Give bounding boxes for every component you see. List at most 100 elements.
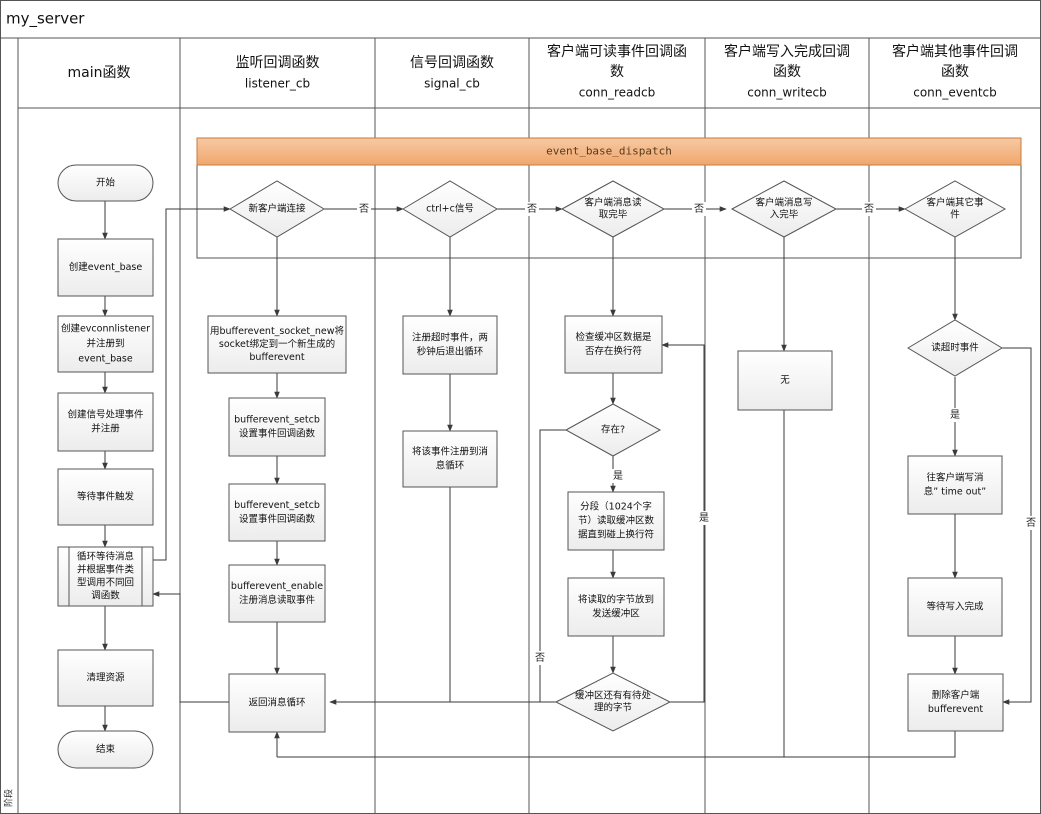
bind_socket-label: 用bufferevent_socket_new将 xyxy=(210,326,345,337)
cleanup-label: 清理资源 xyxy=(86,672,125,684)
edge-label-yes-1: 是 xyxy=(613,470,623,482)
loop-dispatch-box xyxy=(57,546,154,607)
create_base-box xyxy=(57,238,154,297)
edge-label-bg xyxy=(357,202,371,216)
lane-header-2: 监听回调函数 xyxy=(236,55,320,71)
check_buffer-box xyxy=(564,315,663,374)
reg_timeout-label: 注册超时事件，两 xyxy=(412,332,488,344)
none_box-label: 无 xyxy=(780,375,790,386)
loop_dispatch-label: 并根据事件类 xyxy=(77,564,135,576)
lane-header-6: conn_eventcb xyxy=(913,86,997,100)
reg_timeout-label: 秒钟后退出循环 xyxy=(417,346,484,358)
lane-header-5: conn_writecb xyxy=(747,86,827,100)
read_timeout-label: 读超时事件 xyxy=(931,342,979,354)
write_timeout-label: 往客户端写消 xyxy=(926,472,983,484)
create_listener-label: event_base xyxy=(78,354,133,365)
ctrl_c-label: ctrl+c信号 xyxy=(426,203,474,215)
lane-header-3: 信号回调函数 xyxy=(410,55,494,71)
read_done-label: 客户端消息读 xyxy=(584,197,642,209)
line-delete-bottom xyxy=(277,731,956,758)
exists-label: 存在? xyxy=(601,424,625,436)
bind_socket-label: bufferevent xyxy=(249,352,304,363)
setcb2-box xyxy=(228,483,326,542)
loop_dispatch-label: 循环等待消息 xyxy=(77,551,134,563)
lane-header-6: 函数 xyxy=(941,64,969,80)
edge-label-no-2: 否 xyxy=(527,203,537,215)
other_event-label: 件 xyxy=(950,209,960,221)
edge-label-no-6: 否 xyxy=(1026,517,1036,529)
create_listener-label: 并注册到 xyxy=(86,338,124,350)
read_segment-box xyxy=(567,491,665,551)
setcb1-label: bufferevent_setcb xyxy=(234,415,320,426)
lane-header-4: 客户端可读事件回调函 xyxy=(547,43,687,60)
edge-label-bg xyxy=(862,202,876,216)
bind_socket-label: socket绑定到一个新生成的 xyxy=(219,338,335,350)
edge-label-bg xyxy=(692,202,706,216)
read_timeout-decision xyxy=(907,319,1003,377)
edge-label-bg xyxy=(948,408,962,422)
read_done-label: 取完毕 xyxy=(599,209,628,221)
read_segment-label: 据直到碰上换行符 xyxy=(578,529,654,541)
create_signal-box xyxy=(57,392,154,452)
new_client-decision xyxy=(229,180,325,238)
put_send-label: 将读取的字节放到 xyxy=(578,594,654,606)
create_signal-label: 并注册 xyxy=(91,423,120,435)
more_bytes-decision xyxy=(554,672,672,732)
check_buffer-label: 否存在换行符 xyxy=(585,345,642,357)
read_done-decision xyxy=(560,180,666,238)
end-label: 结束 xyxy=(96,743,116,755)
lane-header-5: 客户端写入完成回调 xyxy=(724,43,850,60)
lane-header-4: 数 xyxy=(610,64,624,80)
write_done-label: 客户端消息写 xyxy=(755,197,812,209)
wait_event-label: 等待事件触发 xyxy=(77,491,135,503)
start-terminator xyxy=(57,164,154,202)
new_client-label: 新客户端连接 xyxy=(248,203,306,215)
edge-label-bg xyxy=(1024,516,1038,530)
end-terminator xyxy=(57,730,154,769)
lane-header-6: 客户端其他事件回调 xyxy=(892,43,1018,60)
create_listener-box xyxy=(57,315,154,373)
edge-label-no-4: 否 xyxy=(864,203,874,215)
exists-decision xyxy=(564,403,662,457)
bind_socket-box xyxy=(207,315,347,374)
edge-label-bg xyxy=(697,511,711,525)
delete_client-label: 删除客户端 xyxy=(932,689,980,701)
reg_timeout-box xyxy=(402,315,498,375)
lane-header-2: listener_cb xyxy=(245,77,310,91)
lane-header-5: 函数 xyxy=(773,64,801,80)
dispatch-band xyxy=(196,137,1022,166)
more_bytes-label: 缓冲区还有有待处 xyxy=(575,690,652,702)
return_loop-label: 返回消息循环 xyxy=(248,697,305,709)
more_bytes-label: 理的字节 xyxy=(594,702,632,714)
edge-label-no-1: 否 xyxy=(359,203,369,215)
check_buffer-label: 检查缓冲区数据是 xyxy=(575,331,652,343)
loop_dispatch-label: 型调用不同回 xyxy=(77,578,134,589)
wait_write-label: 等待写入完成 xyxy=(926,601,984,613)
setcb1-box xyxy=(228,397,326,457)
put_send-box xyxy=(567,577,665,637)
lane-header-3: signal_cb xyxy=(424,77,480,91)
write_timeout-label: 息” time out” xyxy=(924,486,986,498)
phase-label: 阶段 xyxy=(3,789,15,807)
wait_event-box xyxy=(57,468,154,526)
edge-label-no-5: 否 xyxy=(535,652,545,664)
lane-header-1: main函数 xyxy=(68,65,131,81)
lane-header-4: conn_readcb xyxy=(579,86,655,100)
create_base-label: 创建event_base xyxy=(69,261,143,273)
edge-label-yes-2: 是 xyxy=(699,512,709,524)
edge-label-yes-3: 是 xyxy=(950,409,960,421)
line-exists-no xyxy=(539,429,566,702)
edge-label-bg xyxy=(525,202,539,216)
start-label: 开始 xyxy=(96,177,116,189)
setcb2-label: bufferevent_setcb xyxy=(234,500,320,511)
enable_read-box xyxy=(228,564,326,623)
create_signal-label: 创建信号处理事件 xyxy=(67,409,144,421)
delete_client-box xyxy=(907,673,1004,732)
pool-title: my_server xyxy=(6,10,85,29)
write_timeout-box xyxy=(907,455,1003,515)
loop_dispatch-label: 调函数 xyxy=(91,590,120,602)
setcb2-label: 设置事件回调函数 xyxy=(239,513,316,525)
reg_event-box xyxy=(402,430,498,488)
